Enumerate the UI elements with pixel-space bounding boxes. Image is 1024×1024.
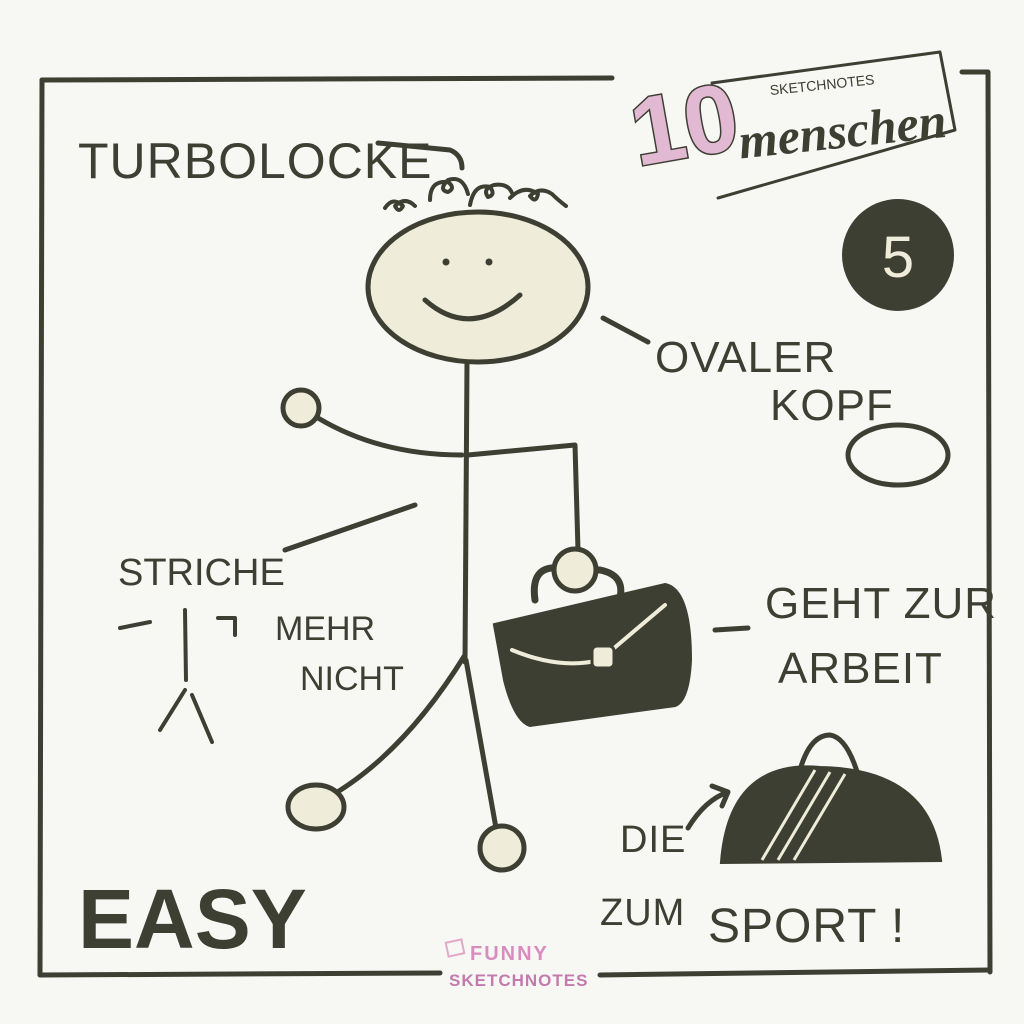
label-arbeit: ARBEIT bbox=[778, 644, 943, 693]
label-sport: SPORT ! bbox=[708, 900, 905, 953]
label-turbolocke: TURBOLOCKE bbox=[78, 133, 433, 189]
pointer-line bbox=[375, 140, 465, 171]
stick-figure bbox=[280, 177, 693, 873]
smile bbox=[422, 292, 523, 322]
label-easy: EASY bbox=[78, 872, 307, 966]
pointer-line bbox=[282, 502, 418, 553]
left-foot bbox=[285, 782, 347, 832]
label-geht-zur: GEHT ZUR bbox=[765, 579, 997, 628]
right-leg bbox=[463, 657, 499, 831]
title-banner: 10 SKETCHNOTES menschen bbox=[621, 50, 957, 200]
eye bbox=[485, 258, 493, 266]
curly-hair bbox=[383, 177, 568, 212]
briefcase-icon bbox=[492, 564, 693, 728]
gym-bag-icon bbox=[719, 732, 943, 865]
label-mehr: MEHR bbox=[275, 610, 375, 648]
eye bbox=[442, 258, 450, 266]
right-arm bbox=[465, 442, 581, 553]
pointer-line bbox=[712, 625, 751, 633]
body bbox=[462, 359, 470, 665]
oval-example bbox=[845, 422, 951, 488]
label-nicht: NICHT bbox=[300, 660, 404, 698]
label-kopf: KOPF bbox=[770, 381, 894, 430]
frame bbox=[37, 69, 993, 978]
number-badge: 5 bbox=[842, 199, 954, 311]
title-number: 10 bbox=[622, 63, 746, 187]
logo-line1: FUNNY bbox=[470, 943, 549, 965]
mini-stick-figure bbox=[118, 608, 237, 744]
left-hand bbox=[280, 387, 322, 429]
arrow-icon bbox=[685, 783, 731, 831]
badge-number: 5 bbox=[882, 225, 914, 290]
left-arm bbox=[315, 415, 465, 458]
left-leg bbox=[317, 652, 468, 805]
label-die: DIE bbox=[620, 819, 686, 861]
head bbox=[365, 209, 591, 365]
right-foot bbox=[477, 823, 527, 873]
right-hand bbox=[551, 546, 599, 594]
funny-sketchnotes-logo: FUNNY SKETCHNOTES bbox=[444, 938, 588, 990]
title-series: SKETCHNOTES bbox=[769, 71, 875, 98]
pointer-line bbox=[600, 315, 651, 345]
logo-line2: SKETCHNOTES bbox=[449, 971, 588, 990]
label-striche: STRICHE bbox=[118, 552, 285, 594]
label-zum: ZUM bbox=[600, 892, 685, 934]
label-ovaler: OVALER bbox=[655, 333, 836, 382]
title-word: menschen bbox=[736, 92, 949, 169]
